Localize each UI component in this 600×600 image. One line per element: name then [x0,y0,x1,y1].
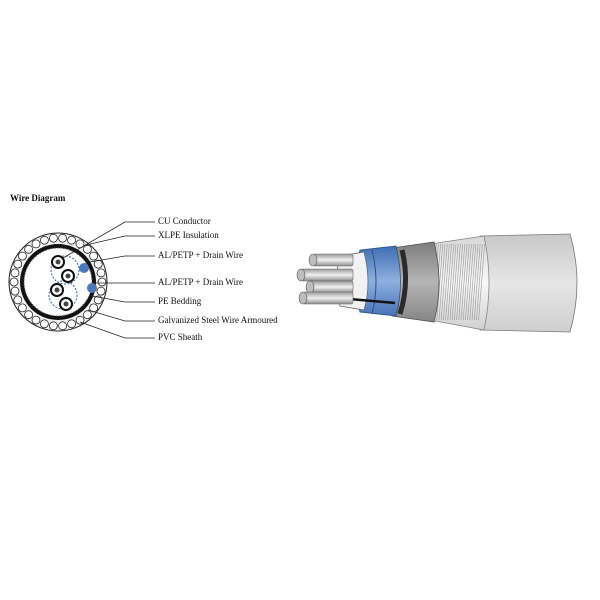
armour-strand [443,243,450,321]
armour-wire [58,321,67,331]
armour-strand [460,243,468,321]
conductor-strand-3 [54,287,60,293]
armour-strand [458,243,466,321]
armour-wire [31,239,41,249]
conductor-2 [300,268,354,282]
armour-wire [24,310,34,320]
conductor-1 [312,253,354,267]
armour-wire [31,315,41,325]
armour-strand [436,243,444,321]
armour-strand [473,243,481,321]
bedding-seam [397,249,409,315]
armour-strand [462,243,470,321]
armour-wire [58,233,67,243]
conductor-strand-2 [65,273,71,279]
leader-armour [87,309,155,322]
armour-wire [49,321,58,331]
conductor-4 [302,291,354,305]
armour-wire [13,259,23,269]
armour-wire [10,268,20,278]
armour-wire [49,233,58,243]
armour-wire [83,310,92,320]
armour-wire [40,235,49,245]
label-al-petp-drain-2: AL/PETP + Drain Wire [158,277,243,287]
armour-strand [465,243,472,321]
armour-wire [9,277,19,287]
label-xlpe-insulation: XLPE Insulation [158,230,219,240]
armour-wire [97,277,107,287]
pair-screen-top [50,255,80,285]
armour-wires [9,233,107,331]
armour-strand [467,243,474,321]
armour-wire [24,244,34,254]
leader-xlpe [85,235,155,246]
armour-strand [438,243,446,321]
drain-wire-top [79,263,89,273]
armour-wire [10,286,20,296]
armour-strand [449,243,457,321]
conductor-end-4 [298,291,308,305]
armour-strand [447,243,455,321]
conductor-end-3 [305,280,315,294]
conductor-end-2 [296,268,306,282]
armour-wire [96,286,106,296]
armour-strand [478,243,485,321]
conductor-end-1 [308,253,318,267]
leader-screen-1 [89,255,155,263]
drain-wire-bottom [87,283,97,293]
armour-strand [469,243,477,321]
armour-wire [89,251,98,261]
leader-cu-conductor [62,221,155,259]
armour-wire [67,235,76,245]
screen-seam [371,249,377,315]
armour-wire [96,268,106,278]
armour-strand [471,243,479,321]
armour-wire [93,259,103,269]
armour-wire [93,295,103,305]
conductor-strand-1 [55,259,61,265]
armour-wire [67,319,76,329]
label-pvc-sheath: PVC Sheath [158,332,203,342]
conductor-strand-4 [63,301,69,307]
armour-strand [445,243,452,321]
label-galvanized-steel-wire-armoured: Galvanized Steel Wire Armoured [158,315,278,325]
leader-lines [62,221,155,339]
armour-strand [456,243,463,321]
label-cu-conductor: CU Conductor [158,216,211,226]
armour-wire [83,244,92,254]
leader-pvc-sheath [79,321,155,339]
armour-wire [40,319,49,329]
armour-strand [440,243,448,321]
cable-pvc-sheath [474,233,578,333]
conductor-3 [309,280,354,294]
label-al-petp-drain-1: AL/PETP + Drain Wire [158,250,243,260]
cable-conductors [296,253,354,305]
diagram-title: Wire Diagram [10,193,66,203]
armour-wire [17,251,27,261]
armour-strand [451,243,459,321]
cable-cutaway [296,233,578,333]
armour-wire [17,303,27,313]
armour-strand [454,243,461,321]
leader-pe-bedding [91,295,155,303]
armour-strand [476,243,483,321]
label-pe-bedding: PE Bedding [158,296,202,306]
armour-wire [75,315,85,325]
armour-wire [13,295,23,305]
